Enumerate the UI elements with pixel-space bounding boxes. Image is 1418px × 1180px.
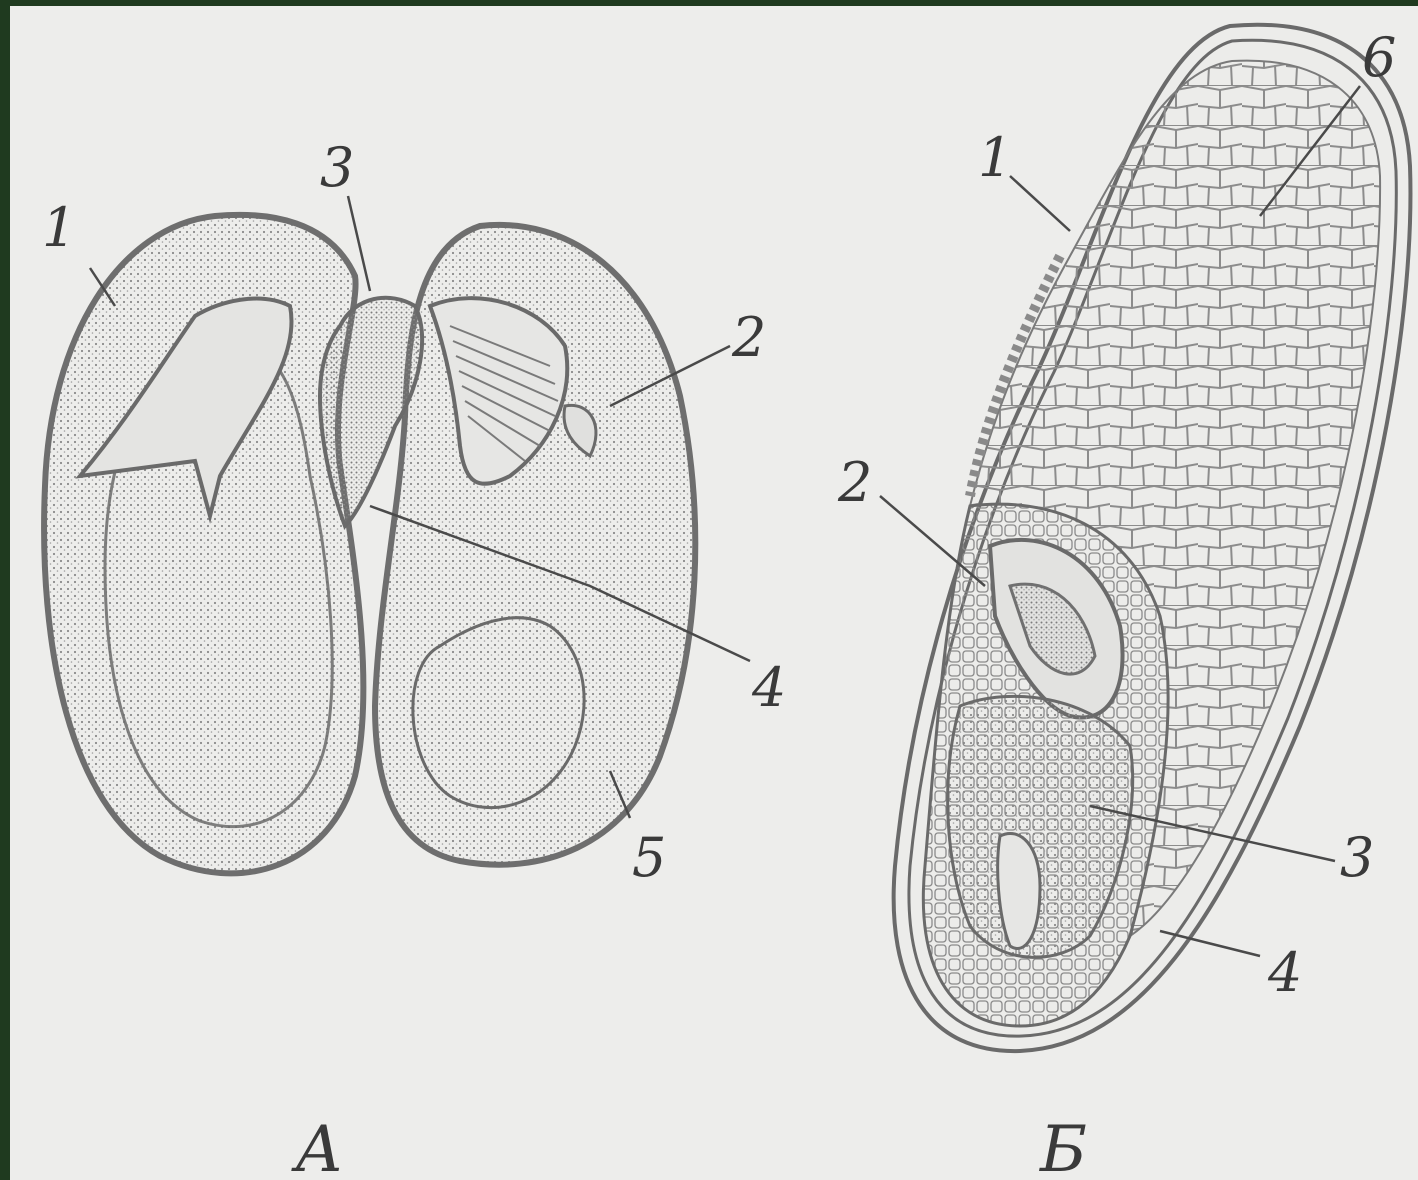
seed-illustration: 1 3 2 4 5 1 6 2 3 4 А Б [10,6,1418,1180]
label-a-4: 4 [751,656,786,719]
label-b-4: 4 [1267,941,1302,1004]
caption-a: А [291,1113,343,1180]
label-b-1: 1 [978,126,1012,189]
figure-frame: 1 3 2 4 5 1 6 2 3 4 А Б [10,6,1418,1180]
label-a-2: 2 [731,306,766,369]
label-b-2: 2 [837,451,872,514]
label-a-5: 5 [632,826,666,889]
label-b-3: 3 [1340,826,1374,889]
caption-b: Б [1039,1113,1087,1180]
label-b-6: 6 [1362,26,1396,89]
label-a-3: 3 [320,136,354,199]
figure-a-drawing [44,215,695,874]
figure-b-drawing [894,25,1411,1051]
label-a-1: 1 [42,196,76,259]
